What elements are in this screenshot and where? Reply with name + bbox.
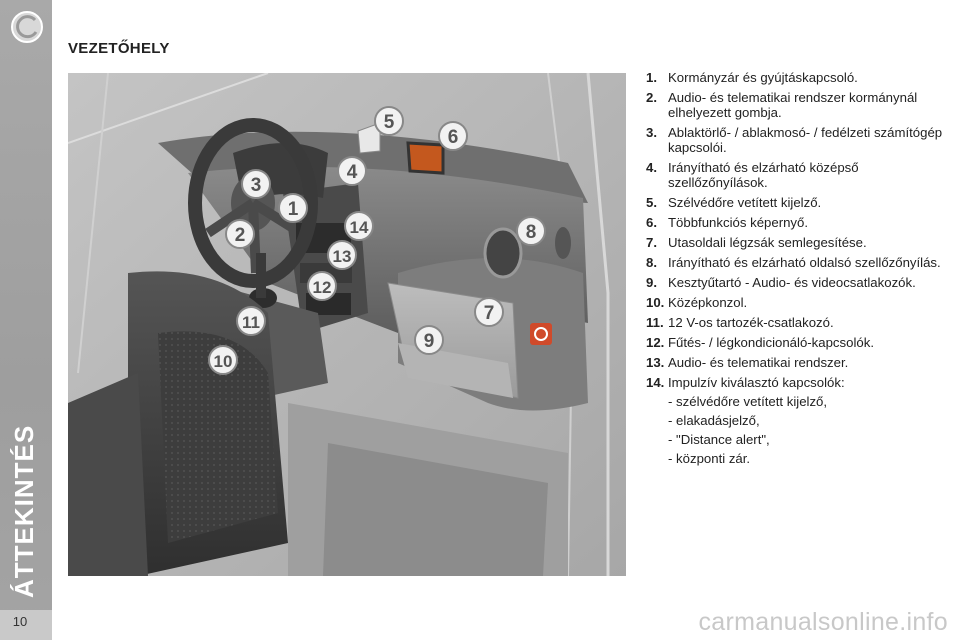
callout-2: 2	[225, 219, 255, 249]
legend-number: 2.	[646, 90, 657, 105]
legend-item: 1. Kormányzár és gyújtáskapcsoló.	[646, 70, 946, 85]
svg-text:8: 8	[526, 222, 537, 243]
legend-item: 13. Audio- és telematikai rendszer.	[646, 355, 946, 370]
legend-text: Audio- és telematikai rendszer.	[668, 355, 849, 370]
legend-text: Fűtés- / légkondicionáló-kapcsolók.	[668, 335, 874, 350]
callout-13: 13	[327, 240, 357, 270]
page-heading: VEZETŐHELY	[68, 40, 170, 57]
dashboard-illustration: 5 6 4 3 1 14 2 8	[68, 73, 626, 576]
legend-number: 4.	[646, 160, 657, 175]
legend-text: Többfunkciós képernyő.	[668, 215, 809, 230]
svg-text:13: 13	[333, 247, 352, 266]
callout-6: 6	[438, 121, 468, 151]
legend-number: 13.	[646, 355, 665, 370]
legend-item: 5. Szélvédőre vetített kijelző.	[646, 195, 946, 210]
legend-text: Kormányzár és gyújtáskapcsoló.	[668, 70, 858, 85]
page-number-box	[0, 610, 52, 640]
legend-text: Ablaktörlő- / ablakmosó- / fedélzeti szá…	[668, 125, 943, 155]
legend-number: 5.	[646, 195, 657, 210]
callout-4: 4	[337, 156, 367, 186]
legend-sub-item: - "Distance alert",	[668, 432, 770, 447]
legend-text: 12 V-os tartozék-csatlakozó.	[668, 315, 834, 330]
legend-sub-item: - központi zár.	[668, 451, 751, 466]
legend-number: 7.	[646, 235, 657, 250]
legend-item: 7. Utasoldali légzsák semlegesítése.	[646, 235, 946, 250]
svg-text:7: 7	[484, 303, 495, 324]
section-title: ÁTTEKINTÉS	[9, 424, 39, 598]
legend-number: 11.	[646, 315, 664, 330]
legend-number: 6.	[646, 215, 657, 230]
component-legend: 1. Kormányzár és gyújtáskapcsoló. 2. Aud…	[646, 70, 946, 475]
legend-text: Utasoldali légzsák semlegesítése.	[668, 235, 867, 250]
legend-text: Impulzív kiválasztó kapcsolók: - szélvéd…	[668, 375, 946, 470]
svg-text:11: 11	[242, 313, 260, 332]
callout-5: 5	[374, 106, 404, 136]
legend-sub-list: - szélvédőre vetített kijelző, - elakadá…	[668, 394, 946, 466]
svg-text:5: 5	[384, 112, 395, 133]
legend-item: 12. Fűtés- / légkondicionáló-kapcsolók.	[646, 335, 946, 350]
legend-number: 8.	[646, 255, 657, 270]
legend-item: 14. Impulzív kiválasztó kapcsolók: - szé…	[646, 375, 946, 470]
legend-text: Szélvédőre vetített kijelző.	[668, 195, 822, 210]
legend-number: 9.	[646, 275, 657, 290]
watermark: carmanualsonline.info	[698, 608, 948, 636]
svg-text:6: 6	[448, 127, 459, 148]
legend-number: 12.	[646, 335, 665, 350]
callout-10: 10	[208, 345, 238, 375]
legend-text: Irányítható és elzárható középső szellőz…	[668, 160, 859, 190]
legend-item: 3. Ablaktörlő- / ablakmosó- / fedélzeti …	[646, 125, 946, 155]
legend-number: 1.	[646, 70, 657, 85]
svg-text:3: 3	[251, 175, 262, 196]
legend-text: Irányítható és elzárható oldalsó szellőz…	[668, 255, 941, 270]
legend-item: 9. Kesztyűtartó - Audio- és videocsatlak…	[646, 275, 946, 290]
svg-text:14: 14	[350, 218, 369, 237]
callout-12: 12	[307, 271, 337, 301]
legend-text: Kesztyűtartó - Audio- és videocsatlakozó…	[668, 275, 916, 290]
legend-number: 10.	[646, 295, 665, 310]
svg-text:12: 12	[313, 278, 332, 297]
legend-item: 6. Többfunkciós képernyő.	[646, 215, 946, 230]
legend-number: 3.	[646, 125, 657, 140]
legend-text: Középkonzol.	[668, 295, 748, 310]
svg-text:4: 4	[347, 162, 358, 183]
legend-text-main: Impulzív kiválasztó kapcsolók:	[668, 375, 845, 390]
svg-text:9: 9	[424, 331, 435, 352]
legend-sub-item: - elakadásjelző,	[668, 413, 760, 428]
callout-9: 9	[414, 325, 444, 355]
circle-swirl-icon	[11, 11, 43, 43]
svg-text:10: 10	[214, 352, 233, 371]
callout-8: 8	[516, 216, 546, 246]
legend-item: 2. Audio- és telematikai rendszer kormán…	[646, 90, 946, 120]
callout-7: 7	[474, 297, 504, 327]
callout-3: 3	[241, 169, 271, 199]
legend-number: 14.	[646, 375, 665, 390]
section-sidebar: ÁTTEKINTÉS	[0, 0, 52, 640]
callout-14: 14	[344, 211, 374, 241]
legend-item: 10. Középkonzol.	[646, 295, 946, 310]
legend-item: 8. Irányítható és elzárható oldalsó szel…	[646, 255, 946, 270]
legend-item: 4. Irányítható és elzárható középső szel…	[646, 160, 946, 190]
page-number: 10	[12, 614, 28, 629]
dashboard-drawing: 5 6 4 3 1 14 2 8	[68, 73, 626, 576]
callout-11: 11	[236, 306, 266, 336]
legend-text: Audio- és telematikai rendszer kormányná…	[668, 90, 918, 120]
legend-sub-item: - szélvédőre vetített kijelző,	[668, 394, 828, 409]
callout-1: 1	[278, 193, 308, 223]
svg-text:1: 1	[288, 199, 299, 220]
legend-item: 11. 12 V-os tartozék-csatlakozó.	[646, 315, 946, 330]
svg-text:2: 2	[235, 225, 246, 246]
